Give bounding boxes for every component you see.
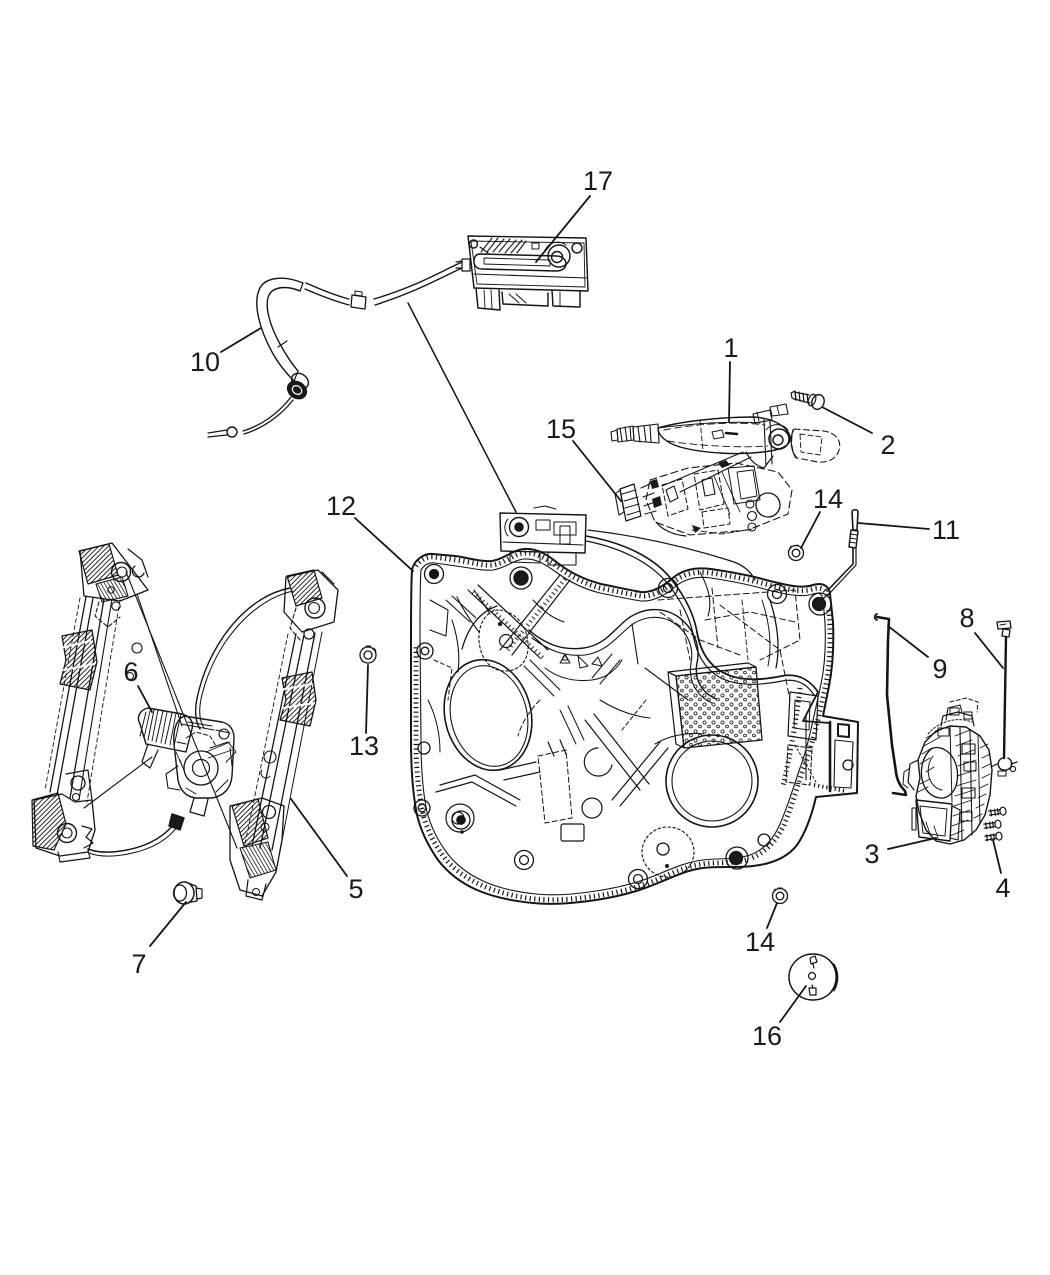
svg-text:13: 13 bbox=[349, 731, 379, 761]
svg-text:10: 10 bbox=[190, 347, 220, 377]
svg-text:14: 14 bbox=[745, 927, 775, 957]
svg-text:1: 1 bbox=[723, 333, 738, 363]
svg-text:12: 12 bbox=[326, 491, 356, 521]
svg-text:5: 5 bbox=[348, 874, 363, 904]
svg-text:7: 7 bbox=[131, 949, 146, 979]
svg-text:14: 14 bbox=[813, 484, 843, 514]
svg-text:11: 11 bbox=[932, 515, 960, 545]
svg-text:2: 2 bbox=[880, 430, 895, 460]
svg-text:8: 8 bbox=[959, 603, 974, 633]
svg-text:3: 3 bbox=[864, 839, 879, 869]
svg-text:15: 15 bbox=[546, 414, 576, 444]
svg-text:4: 4 bbox=[995, 873, 1010, 903]
svg-text:16: 16 bbox=[752, 1021, 782, 1051]
svg-text:9: 9 bbox=[932, 654, 947, 684]
svg-text:17: 17 bbox=[583, 166, 613, 196]
svg-text:6: 6 bbox=[123, 657, 138, 687]
